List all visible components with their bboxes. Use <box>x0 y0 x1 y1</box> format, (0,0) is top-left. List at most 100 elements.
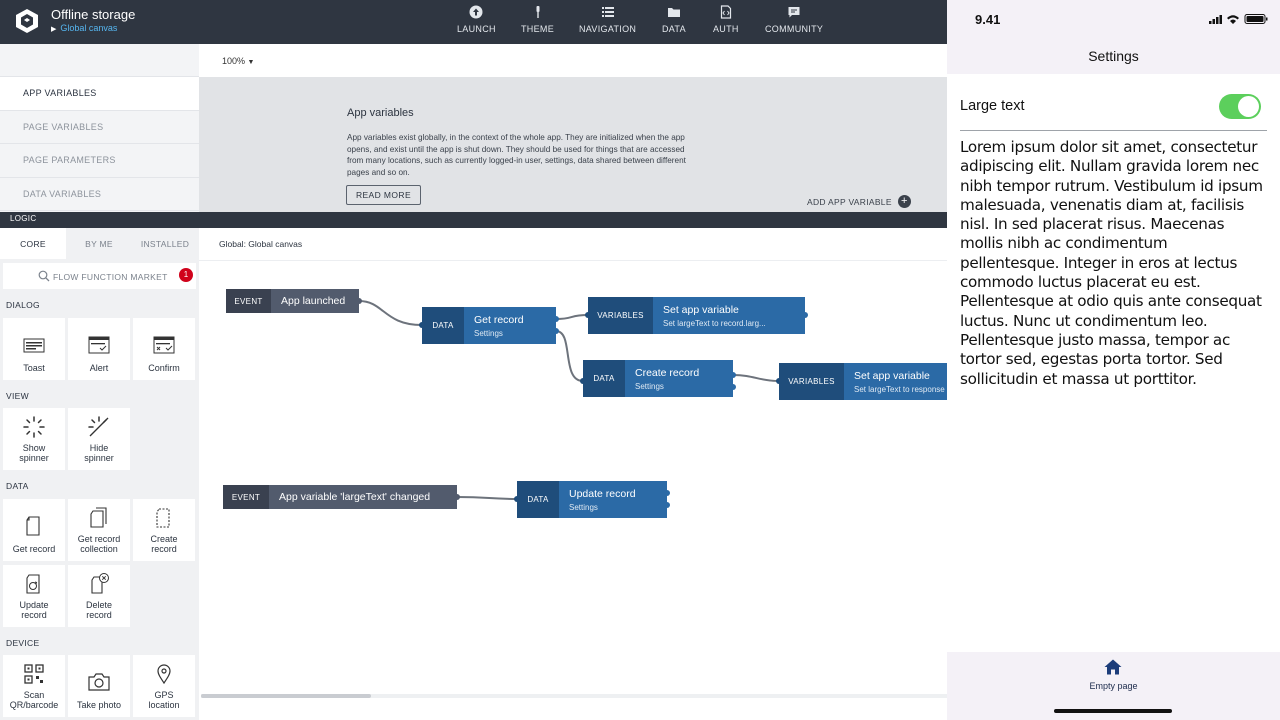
palette-tabs: CORE BY ME INSTALLED <box>0 228 199 259</box>
folder-icon <box>667 8 680 17</box>
canvas-breadcrumb[interactable]: ▶Global canvas <box>51 23 117 33</box>
tile-take-photo[interactable]: Take photo <box>68 655 130 717</box>
variables-sidebar: APP VARIABLES PAGE VARIABLES PAGE PARAME… <box>0 44 199 212</box>
tile-label-line2: QR/barcode <box>9 700 59 710</box>
tile-label-line1: Delete <box>85 600 112 610</box>
phone-tab-bar: Empty page <box>947 652 1280 720</box>
tile-label-line1: Scan <box>23 690 45 700</box>
tile-label-line2: collection <box>80 544 118 554</box>
documents-icon <box>90 507 107 528</box>
node-title: Get record <box>474 313 524 326</box>
phone-preview: 9.41 Settings Large text Lorem ipsum dol… <box>947 0 1280 720</box>
tile-hide-spinner[interactable]: Hide spinner <box>68 408 130 470</box>
breadcrumb-label: Global canvas <box>60 23 118 33</box>
tab-page-parameters[interactable]: PAGE PARAMETERS <box>0 144 199 178</box>
node-title: Set app variable <box>854 369 930 382</box>
launch-icon <box>469 5 483 19</box>
tab-data-variables[interactable]: DATA VARIABLES <box>0 178 199 211</box>
node-tag: EVENT <box>223 485 269 509</box>
flow-node-get-record[interactable]: DATA Get record Settings <box>422 307 556 344</box>
wire-launch-to-get <box>358 300 423 326</box>
tile-label: Confirm <box>148 363 180 373</box>
node-body: Set app variable Set largeText to respon… <box>844 363 947 400</box>
palette-tab-by-me[interactable]: BY ME <box>85 238 113 249</box>
camera-icon <box>88 673 110 691</box>
sidebar-spacer <box>0 44 199 77</box>
tile-alert[interactable]: Alert <box>68 318 130 380</box>
document-icon <box>26 516 40 536</box>
navigation-icon <box>601 7 614 17</box>
tile-label-line1: Get record <box>77 534 121 544</box>
node-title: Set app variable <box>663 303 739 316</box>
nav-auth[interactable]: AUTH <box>713 5 739 34</box>
nav-community[interactable]: COMMUNITY <box>765 5 823 34</box>
logic-canvas[interactable]: Global: Global canvas <box>199 228 947 720</box>
zoom-value: 100% <box>222 56 246 66</box>
battery-icon <box>1244 14 1266 24</box>
nav-label: COMMUNITY <box>765 24 824 34</box>
flow-node-app-launched[interactable]: EVENT App launched <box>226 289 359 313</box>
toast-icon <box>23 338 45 353</box>
app-title: Offline storage <box>51 7 136 22</box>
nav-theme[interactable]: THEME <box>521 5 554 34</box>
tab-app-variables[interactable]: APP VARIABLES <box>0 77 199 111</box>
flow-node-update-record[interactable]: DATA Update record Settings <box>517 481 667 518</box>
variables-description: App variables exist globally, in the con… <box>347 133 686 177</box>
tile-confirm[interactable]: Confirm <box>133 318 195 380</box>
tab-page-variables[interactable]: PAGE VARIABLES <box>0 111 199 144</box>
add-variable-label: ADD APP VARIABLE <box>807 196 892 207</box>
tile-delete-record[interactable]: Delete record <box>68 565 130 627</box>
top-bar: Offline storage ▶Global canvas LAUNCH TH… <box>0 0 947 44</box>
variables-toolbar: 100% ▼ <box>199 44 947 77</box>
large-text-label: Large text <box>960 98 1025 114</box>
node-body: Create record Settings <box>625 360 733 397</box>
caret-right-icon: ▶ <box>51 26 57 33</box>
canvas-scrollbar-track <box>201 694 947 698</box>
zoom-select[interactable]: 100% ▼ <box>222 56 254 66</box>
tile-get-record[interactable]: Get record <box>3 499 65 561</box>
add-app-variable-button[interactable]: ADD APP VARIABLE + <box>807 195 911 208</box>
read-more-button[interactable]: READ MORE <box>346 185 421 205</box>
tile-scan-qr[interactable]: Scan QR/barcode <box>3 655 65 717</box>
nav-data[interactable]: DATA <box>662 5 686 34</box>
tile-label-line1: Show <box>22 443 46 453</box>
tile-label-line1: Hide <box>89 443 109 453</box>
node-subtitle: Settings <box>635 381 664 391</box>
wifi-icon <box>1227 15 1239 24</box>
flow-function-market-button[interactable]: FLOW FUNCTION MARKET 1 <box>3 263 196 289</box>
nav-navigation[interactable]: NAVIGATION <box>579 5 636 34</box>
search-icon <box>38 270 50 282</box>
flow-node-create-record[interactable]: DATA Create record Settings <box>583 360 733 397</box>
flow-node-set-app-variable[interactable]: VARIABLES Set app variable Set largeText… <box>588 297 805 334</box>
nav-launch[interactable]: LAUNCH <box>457 5 496 34</box>
large-text-toggle[interactable] <box>1219 94 1261 119</box>
home-indicator <box>1054 709 1172 713</box>
node-body: Get record Settings <box>464 307 556 344</box>
node-tag: EVENT <box>226 289 271 313</box>
home-icon[interactable] <box>1104 659 1122 675</box>
tile-label-line2: record <box>86 610 112 620</box>
node-tag: VARIABLES <box>588 297 653 334</box>
flow-node-variable-changed[interactable]: EVENT App variable 'largeText' changed <box>223 485 457 509</box>
tile-gps-location[interactable]: GPS location <box>133 655 195 717</box>
wire-get-to-create <box>555 330 584 382</box>
flow-node-set-app-variable-2[interactable]: VARIABLES Set app variable Set largeText… <box>779 363 947 400</box>
market-label: FLOW FUNCTION MARKET <box>53 272 168 282</box>
palette-tab-installed[interactable]: INSTALLED <box>140 238 190 249</box>
tile-show-spinner[interactable]: Show spinner <box>3 408 65 470</box>
node-subtitle: Settings <box>569 502 598 512</box>
node-subtitle: Set largeText to record.larg... <box>663 318 766 328</box>
body-paragraph: Lorem ipsum dolor sit amet, consectetur … <box>960 138 1263 388</box>
tile-toast[interactable]: Toast <box>3 318 65 380</box>
appgyver-logo-icon[interactable] <box>14 8 40 34</box>
tab-empty-page[interactable]: Empty page <box>1089 681 1138 691</box>
canvas-scrollbar-thumb[interactable] <box>201 694 371 698</box>
status-icons <box>1209 14 1268 24</box>
tile-get-record-collection[interactable]: Get record collection <box>68 499 130 561</box>
node-title: App variable 'largeText' changed <box>279 491 431 503</box>
nav-label: AUTH <box>713 24 739 34</box>
palette-tab-core[interactable]: CORE <box>0 228 66 259</box>
tile-create-record[interactable]: Create record <box>133 499 195 561</box>
logic-bar[interactable]: LOGIC <box>0 212 947 228</box>
tile-update-record[interactable]: Update record <box>3 565 65 627</box>
